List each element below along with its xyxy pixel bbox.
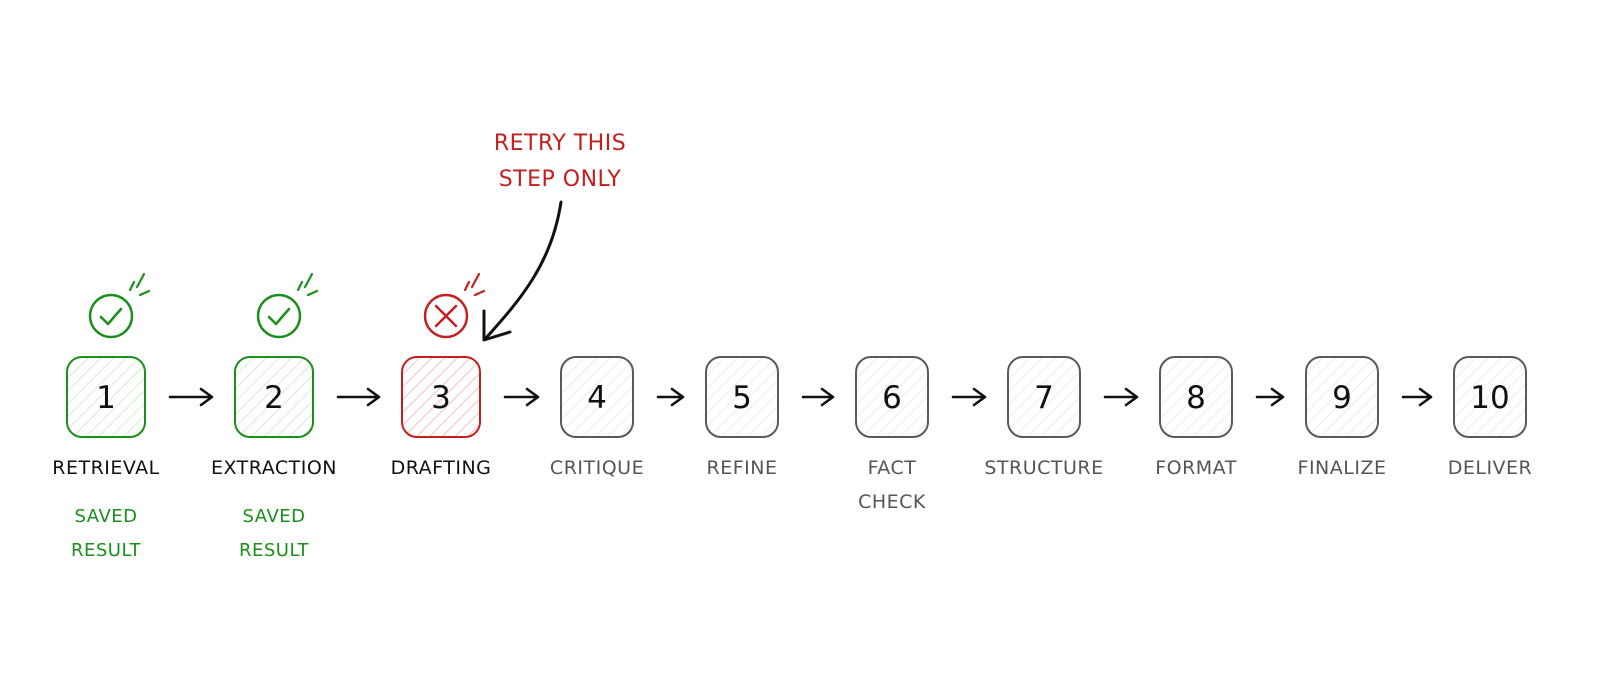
step-box — [1007, 356, 1081, 438]
step-label: DELIVER — [1448, 457, 1533, 479]
arrow-line — [801, 387, 835, 407]
step-number: 2 — [264, 380, 284, 416]
step-box — [1159, 356, 1233, 438]
step-note: RESULT — [239, 540, 310, 561]
step-box — [1453, 356, 1527, 438]
step-number: 10 — [1470, 380, 1509, 416]
connector-arrow — [336, 387, 381, 407]
step-number: 3 — [431, 380, 451, 416]
arrow-line — [1255, 387, 1285, 407]
step-label: EXTRACTION — [211, 457, 337, 479]
status-circle — [88, 293, 134, 339]
callout-arrow-head — [482, 309, 512, 342]
sparkle-marks — [463, 272, 486, 297]
step-number: 4 — [587, 380, 607, 416]
arrow-line — [656, 387, 685, 407]
connector-arrow — [801, 387, 835, 407]
cross-icon — [423, 272, 486, 339]
check-icon — [256, 272, 319, 339]
step-label: FORMAT — [1155, 457, 1237, 479]
connector-arrow — [1103, 387, 1139, 407]
connector-arrow — [1401, 387, 1433, 407]
sparkle-marks — [128, 272, 151, 297]
arrow-line — [1401, 387, 1433, 407]
arrow-line — [168, 387, 214, 407]
step-label: FACT — [868, 457, 917, 479]
arrow-line — [503, 387, 540, 407]
step-box — [705, 356, 779, 438]
arrow-line — [1103, 387, 1139, 407]
connector-arrow — [503, 387, 540, 407]
step-box — [1305, 356, 1379, 438]
step-note: SAVED — [75, 506, 138, 527]
step-number: 5 — [732, 380, 752, 416]
connector-arrow — [168, 387, 214, 407]
callout-arrow — [484, 200, 563, 340]
step-note: SAVED — [243, 506, 306, 527]
step-label: STRUCTURE — [984, 457, 1103, 479]
sparkle-marks — [296, 272, 319, 297]
connector-arrow — [1255, 387, 1285, 407]
status-circle — [256, 293, 302, 339]
connector-arrow — [951, 387, 987, 407]
step-label: FINALIZE — [1298, 457, 1387, 479]
step-number: 7 — [1034, 380, 1054, 416]
step-box — [855, 356, 929, 438]
check-mark — [267, 307, 291, 326]
connector-arrow — [656, 387, 685, 407]
cross-mark — [434, 304, 458, 328]
step-label: DRAFTING — [391, 457, 492, 479]
step-label: CHECK — [858, 491, 926, 513]
step-box — [401, 356, 481, 438]
check-icon — [88, 272, 151, 339]
step-note: RESULT — [71, 540, 142, 561]
step-number: 6 — [882, 380, 902, 416]
step-label: CRITIQUE — [550, 457, 644, 479]
arrow-line — [951, 387, 987, 407]
step-box — [560, 356, 634, 438]
callout-text-line-2: STEP ONLY — [499, 167, 622, 192]
step-number: 9 — [1332, 380, 1352, 416]
step-number: 1 — [96, 380, 116, 416]
step-label: REFINE — [707, 457, 778, 479]
step-label: RETRIEVAL — [52, 457, 160, 479]
step-number: 8 — [1186, 380, 1206, 416]
step-box — [66, 356, 146, 438]
step-box — [234, 356, 314, 438]
check-mark — [99, 307, 123, 326]
callout-text-line-1: RETRY THIS — [494, 131, 626, 156]
arrow-line — [336, 387, 381, 407]
